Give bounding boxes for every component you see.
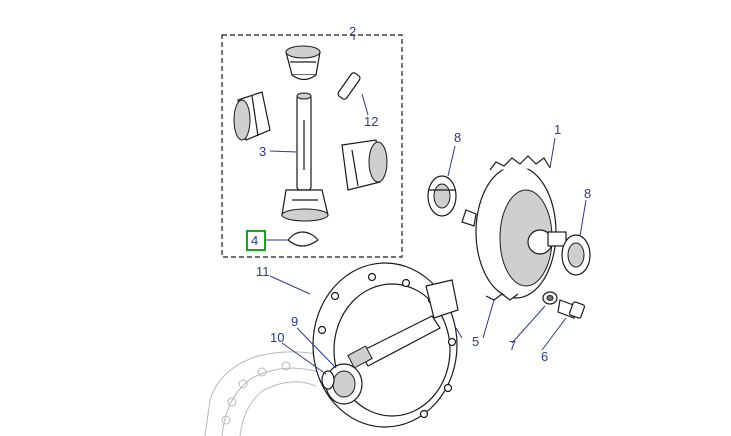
retaining-ring[interactable] (321, 370, 335, 390)
callout-9[interactable]: 9 (291, 314, 298, 329)
callout-8-left[interactable]: 8 (454, 130, 461, 145)
circlip[interactable] (287, 231, 319, 247)
callout-11[interactable]: 11 (256, 264, 270, 279)
transmission-housing-outline (204, 351, 337, 436)
callout-5[interactable]: 5 (472, 334, 479, 349)
pin[interactable] (337, 72, 361, 101)
highlight-box (246, 230, 266, 251)
callout-6[interactable]: 6 (541, 349, 548, 364)
callout-3[interactable]: 3 (259, 144, 266, 159)
bevel-gear-left[interactable] (233, 91, 271, 141)
differential-case[interactable] (461, 155, 567, 301)
bevel-gear-right[interactable] (341, 139, 388, 191)
callout-1[interactable]: 1 (554, 122, 561, 137)
washer[interactable] (542, 291, 558, 305)
callout-7[interactable]: 7 (509, 338, 516, 353)
callout-12[interactable]: 12 (364, 114, 378, 129)
cross-shaft[interactable] (296, 92, 312, 191)
bevel-gear-top[interactable] (285, 45, 321, 81)
bolt[interactable] (557, 299, 586, 319)
pinion-shaft[interactable] (347, 279, 459, 369)
oil-seal[interactable] (325, 363, 363, 405)
callout-4[interactable]: 4 (251, 233, 258, 248)
callout-2[interactable]: 2 (349, 24, 356, 39)
bearing-left[interactable] (427, 175, 457, 217)
bevel-gear-bottom[interactable] (281, 189, 329, 222)
gear-kit-box (221, 34, 403, 258)
leader-lines (264, 35, 587, 375)
callout-8-right[interactable]: 8 (584, 186, 591, 201)
callout-10[interactable]: 10 (270, 330, 284, 345)
bearing-right[interactable] (561, 234, 591, 276)
